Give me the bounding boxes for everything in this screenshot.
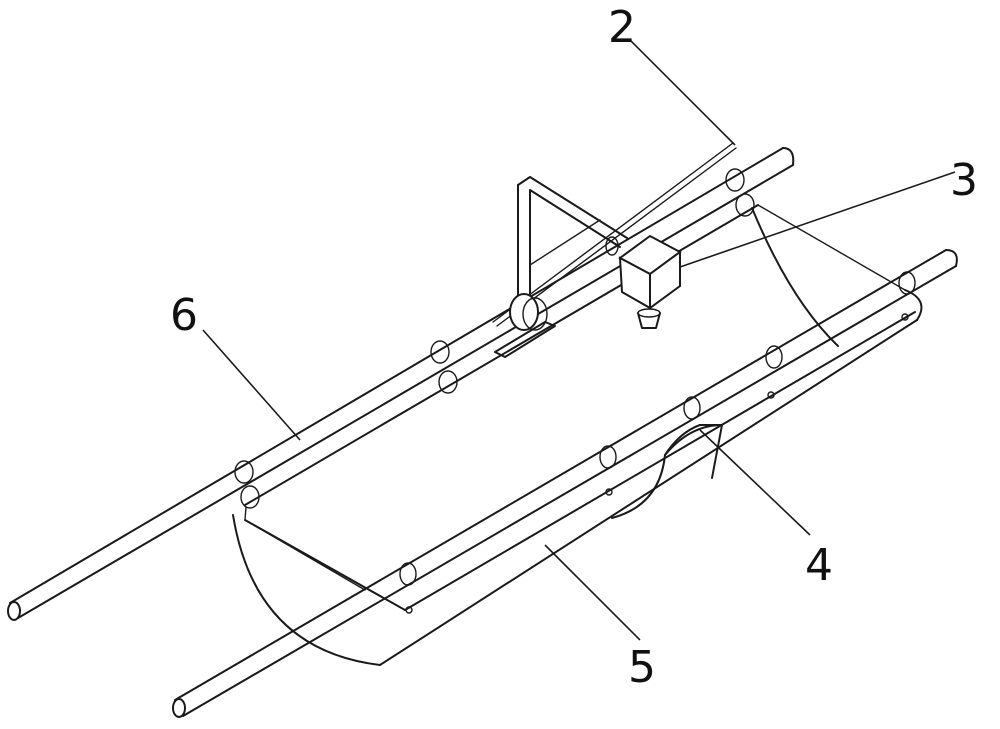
label-4: 4: [805, 540, 833, 591]
back-rail-pipe: [7, 147, 795, 621]
motor-carriage: [494, 176, 682, 358]
label-3: 3: [950, 155, 978, 206]
leader-3: [679, 171, 956, 268]
leader-lines: [202, 39, 956, 641]
label-5: 5: [628, 642, 656, 693]
leader-4: [699, 429, 811, 536]
leader-2: [629, 39, 736, 146]
baffle-plate: [611, 424, 723, 519]
label-6: 6: [170, 290, 198, 341]
clamp-rings: [234, 168, 916, 614]
trough-body: [232, 204, 923, 666]
front-rail-pipe: [172, 249, 958, 718]
label-2: 2: [608, 2, 636, 53]
thin-rod: [492, 142, 737, 327]
leader-5: [544, 544, 641, 641]
leader-6: [202, 329, 301, 441]
